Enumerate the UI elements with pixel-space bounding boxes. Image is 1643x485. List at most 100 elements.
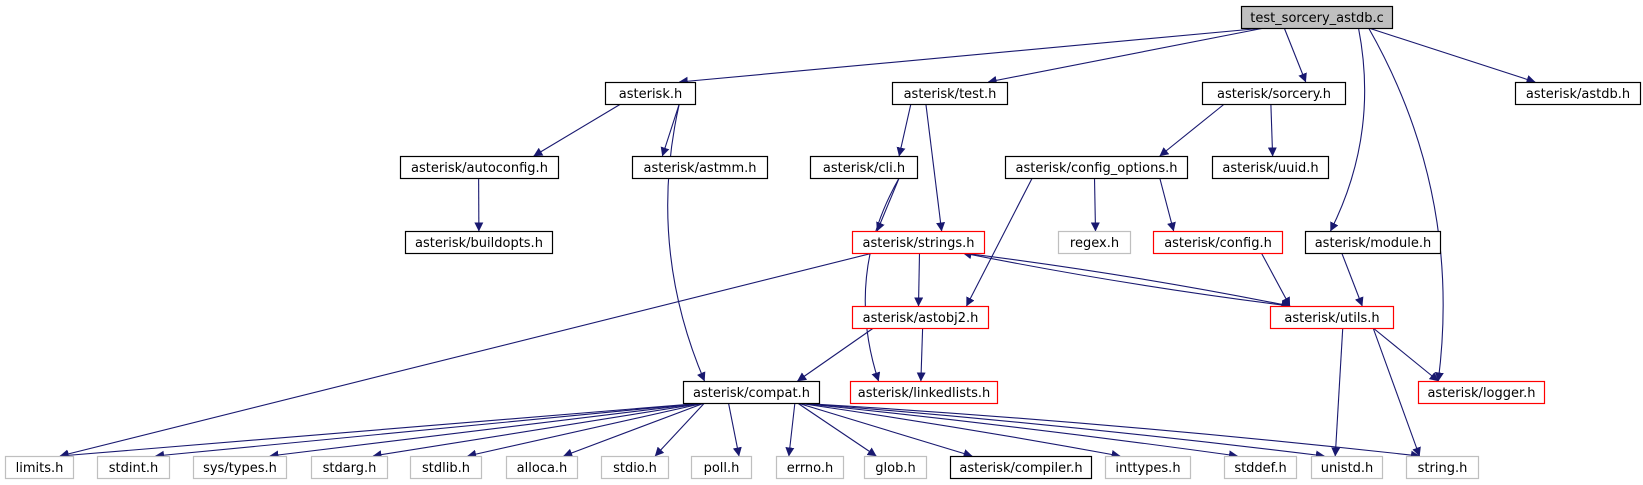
node-glob-h[interactable]: glob.h — [863, 455, 928, 480]
node-label: asterisk/strings.h — [863, 236, 975, 251]
node-asterisk-astdb-h[interactable]: asterisk/astdb.h — [1514, 81, 1642, 106]
node-box — [631, 155, 769, 180]
node-unistd-h[interactable]: unistd.h — [1310, 455, 1384, 480]
node-asterisk-logger-h[interactable]: asterisk/logger.h — [1417, 380, 1546, 405]
node-label: asterisk/astdb.h — [1526, 87, 1630, 102]
node-box — [192, 455, 288, 480]
node-asterisk-autoconfig-h[interactable]: asterisk/autoconfig.h — [399, 155, 560, 180]
edge-asterisk-sorcery-h-to-asterisk-uuid-h — [1267, 103, 1277, 157]
node-stdarg-h[interactable]: stdarg.h — [310, 455, 389, 480]
node-label: glob.h — [875, 461, 915, 476]
node-box — [604, 81, 697, 106]
edge-asterisk-test-h-to-asterisk-strings-h — [925, 103, 946, 232]
node-asterisk-buildopts-h[interactable]: asterisk/buildopts.h — [404, 230, 554, 255]
node-label: test_sorcery_astdb.c — [1250, 11, 1384, 26]
node-box — [96, 455, 171, 480]
edge-asterisk-strings-h-to-asterisk-astobj2-h — [914, 252, 924, 307]
node-label: asterisk/autoconfig.h — [411, 161, 548, 176]
node-box — [1223, 455, 1298, 480]
node-asterisk-astobj2-h[interactable]: asterisk/astobj2.h — [851, 305, 990, 330]
node-poll-h[interactable]: poll.h — [690, 455, 753, 480]
node-label: asterisk/cli.h — [823, 161, 905, 176]
edge-asterisk-compat-h-to-alloca-h — [563, 402, 705, 458]
node-label: asterisk/sorcery.h — [1217, 87, 1331, 102]
node-box — [682, 380, 821, 405]
node-inttypes-h[interactable]: inttypes.h — [1104, 455, 1192, 480]
node-sys-types-h[interactable]: sys/types.h — [192, 455, 288, 480]
node-limits-h[interactable]: limits.h — [4, 455, 75, 480]
node-box — [690, 455, 753, 480]
node-alloca-h[interactable]: alloca.h — [505, 455, 579, 480]
node-label: asterisk/config.h — [1164, 236, 1272, 251]
node-asterisk-cli-h[interactable]: asterisk/cli.h — [809, 155, 919, 180]
edge-test-sorcery-astdb-c-to-asterisk-h — [678, 27, 1265, 86]
node-errno-h[interactable]: errno.h — [775, 455, 845, 480]
node-asterisk-strings-h[interactable]: asterisk/strings.h — [851, 230, 986, 255]
node-asterisk-sorcery-h[interactable]: asterisk/sorcery.h — [1201, 81, 1347, 106]
node-asterisk-linkedlists-h[interactable]: asterisk/linkedlists.h — [849, 380, 999, 405]
node-box — [1104, 455, 1192, 480]
edge-asterisk-config-options-h-to-asterisk-astobj2-h — [966, 177, 1033, 307]
node-box — [1310, 455, 1384, 480]
node-label: stdarg.h — [323, 461, 377, 476]
node-box — [505, 455, 579, 480]
node-box — [849, 380, 999, 405]
node-stdint-h[interactable]: stdint.h — [96, 455, 171, 480]
node-box — [4, 455, 75, 480]
edge-asterisk-config-options-h-to-regex-h — [1090, 177, 1100, 232]
node-box — [409, 455, 483, 480]
node-asterisk-h[interactable]: asterisk.h — [604, 81, 697, 106]
node-label: limits.h — [16, 461, 64, 476]
node-box — [1405, 455, 1480, 480]
node-box — [1417, 380, 1546, 405]
node-box — [1152, 230, 1284, 255]
node-string-h[interactable]: string.h — [1405, 455, 1480, 480]
node-stdio-h[interactable]: stdio.h — [600, 455, 670, 480]
node-label: stdlib.h — [422, 461, 470, 476]
edge-asterisk-strings-h-to-limits-h — [59, 252, 874, 459]
node-box — [1269, 305, 1395, 330]
node-stdlib-h[interactable]: stdlib.h — [409, 455, 483, 480]
node-label: asterisk/astmm.h — [643, 161, 756, 176]
node-asterisk-uuid-h[interactable]: asterisk/uuid.h — [1211, 155, 1330, 180]
edge-asterisk-compat-h-to-stdlib-h — [467, 402, 705, 459]
node-box — [949, 455, 1093, 480]
node-box — [1201, 81, 1347, 106]
node-asterisk-compiler-h[interactable]: asterisk/compiler.h — [949, 455, 1093, 480]
edge-asterisk-compat-h-to-errno-h — [785, 402, 796, 457]
node-label: unistd.h — [1321, 461, 1374, 476]
node-label: asterisk/uuid.h — [1222, 161, 1318, 176]
node-label: asterisk/config_options.h — [1015, 161, 1177, 176]
node-box — [1057, 230, 1132, 255]
node-asterisk-compat-h[interactable]: asterisk/compat.h — [682, 380, 821, 405]
node-box — [809, 155, 919, 180]
edge-asterisk-strings-h-to-asterisk-utils-h — [962, 252, 1291, 309]
node-asterisk-config-h[interactable]: asterisk/config.h — [1152, 230, 1284, 255]
edge-asterisk-h-to-asterisk-autoconfig-h — [533, 103, 622, 157]
edge-test-sorcery-astdb-c-to-asterisk-test-h — [987, 27, 1265, 85]
node-asterisk-module-h[interactable]: asterisk/module.h — [1304, 230, 1442, 255]
edge-test-sorcery-astdb-c-to-asterisk-sorcery-h — [1283, 27, 1307, 83]
node-box — [1514, 81, 1642, 106]
node-label: asterisk/astobj2.h — [863, 311, 979, 326]
node-asterisk-config-options-h[interactable]: asterisk/config_options.h — [1004, 155, 1189, 180]
node-asterisk-astmm-h[interactable]: asterisk/astmm.h — [631, 155, 769, 180]
edges-layer — [59, 27, 1536, 460]
edge-asterisk-compat-h-to-stdint-h — [155, 402, 705, 460]
node-test-sorcery-astdb-c[interactable]: test_sorcery_astdb.c — [1240, 5, 1394, 30]
node-box — [851, 305, 990, 330]
node-label: errno.h — [787, 461, 834, 476]
node-label: stdio.h — [613, 461, 657, 476]
node-asterisk-utils-h[interactable]: asterisk/utils.h — [1269, 305, 1395, 330]
node-regex-h[interactable]: regex.h — [1057, 230, 1132, 255]
node-stddef-h[interactable]: stddef.h — [1223, 455, 1298, 480]
edge-asterisk-utils-h-to-string-h — [1372, 327, 1421, 457]
edge-asterisk-module-h-to-asterisk-utils-h — [1341, 252, 1364, 307]
edge-asterisk-utils-h-to-asterisk-strings-h — [962, 250, 1290, 307]
node-asterisk-test-h[interactable]: asterisk/test.h — [891, 81, 1009, 106]
node-label: poll.h — [704, 461, 740, 476]
edge-test-sorcery-astdb-c-to-asterisk-module-h — [1330, 27, 1366, 232]
node-label: asterisk/module.h — [1315, 236, 1432, 251]
node-label: asterisk/utils.h — [1284, 311, 1379, 326]
